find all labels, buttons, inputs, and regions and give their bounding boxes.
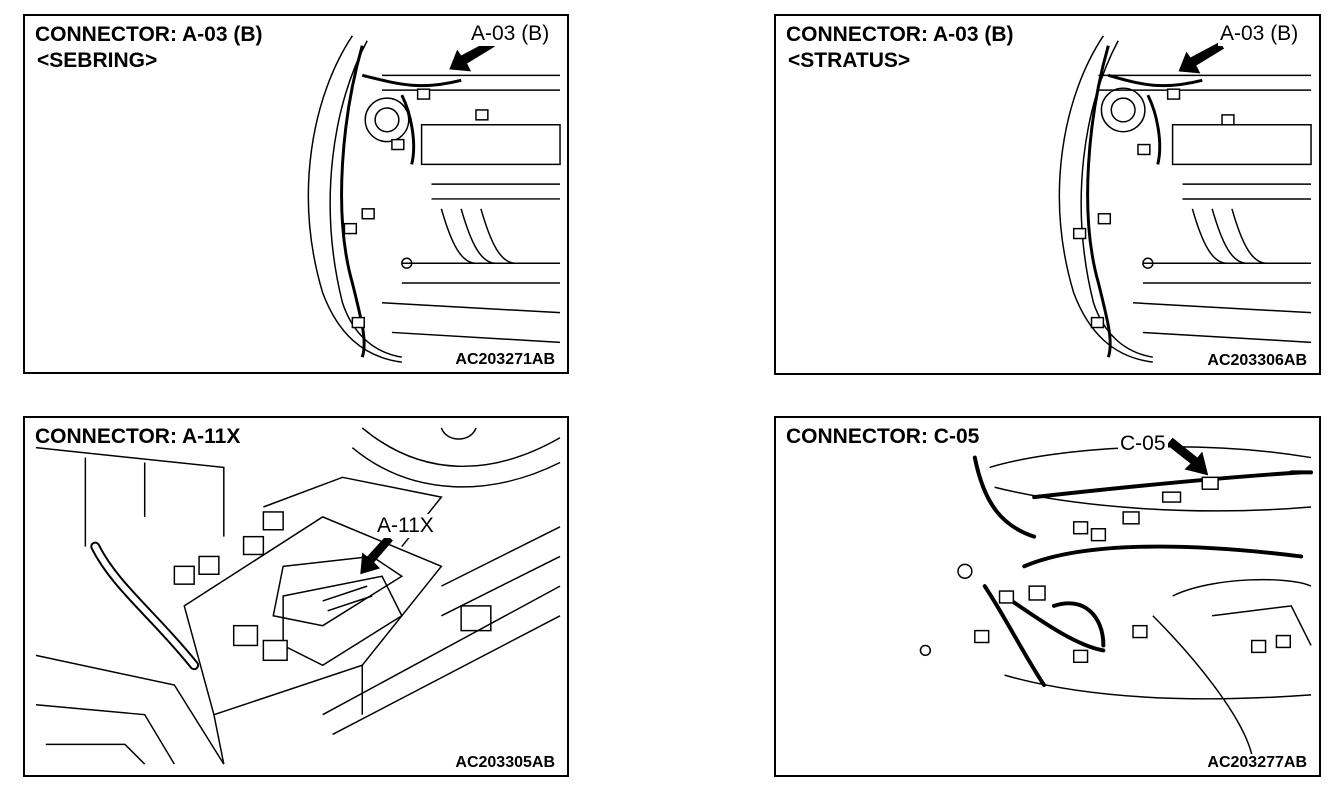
vehicle-variant: <STRATUS> bbox=[788, 49, 911, 72]
callout-label: C-05 bbox=[1118, 432, 1168, 456]
callout-arrow bbox=[360, 534, 393, 575]
callout-arrow bbox=[1178, 41, 1225, 74]
callout-label: A-03 (B) bbox=[1218, 22, 1301, 46]
callout-label: A-11X bbox=[375, 514, 436, 538]
panel-title: CONNECTOR: A-03 (B) bbox=[786, 23, 1014, 46]
figure-id: AC203305AB bbox=[453, 754, 557, 772]
panel-title: CONNECTOR: A-11X bbox=[35, 425, 241, 448]
engine-bay-illustration bbox=[307, 35, 561, 363]
relay-box-illustration bbox=[35, 427, 561, 765]
connector-panel-c05: CONNECTOR: C-05 C-05 AC203277AB bbox=[774, 416, 1321, 777]
panel-title: CONNECTOR: C-05 bbox=[786, 425, 980, 448]
engine-bay-illustration bbox=[1058, 35, 1312, 363]
connector-panel-a03b-sebring: CONNECTOR: A-03 (B) <SEBRING> A-03 (B) A… bbox=[23, 14, 569, 374]
connector-panel-a03b-stratus: CONNECTOR: A-03 (B) <STRATUS> A-03 (B) A… bbox=[774, 14, 1321, 375]
callout-arrow bbox=[449, 39, 495, 72]
callout-label: A-03 (B) bbox=[469, 22, 552, 46]
callout-arrow bbox=[1166, 437, 1209, 476]
dashboard-harness-illustration bbox=[919, 437, 1314, 755]
panel-title: CONNECTOR: A-03 (B) bbox=[35, 23, 263, 46]
figure-id: AC203277AB bbox=[1205, 754, 1309, 772]
vehicle-variant: <SEBRING> bbox=[37, 49, 158, 72]
figure-id: AC203271AB bbox=[453, 351, 557, 369]
connector-panel-a11x: CONNECTOR: A-11X A-11X AC203305AB bbox=[23, 416, 569, 777]
figure-id: AC203306AB bbox=[1205, 352, 1309, 370]
